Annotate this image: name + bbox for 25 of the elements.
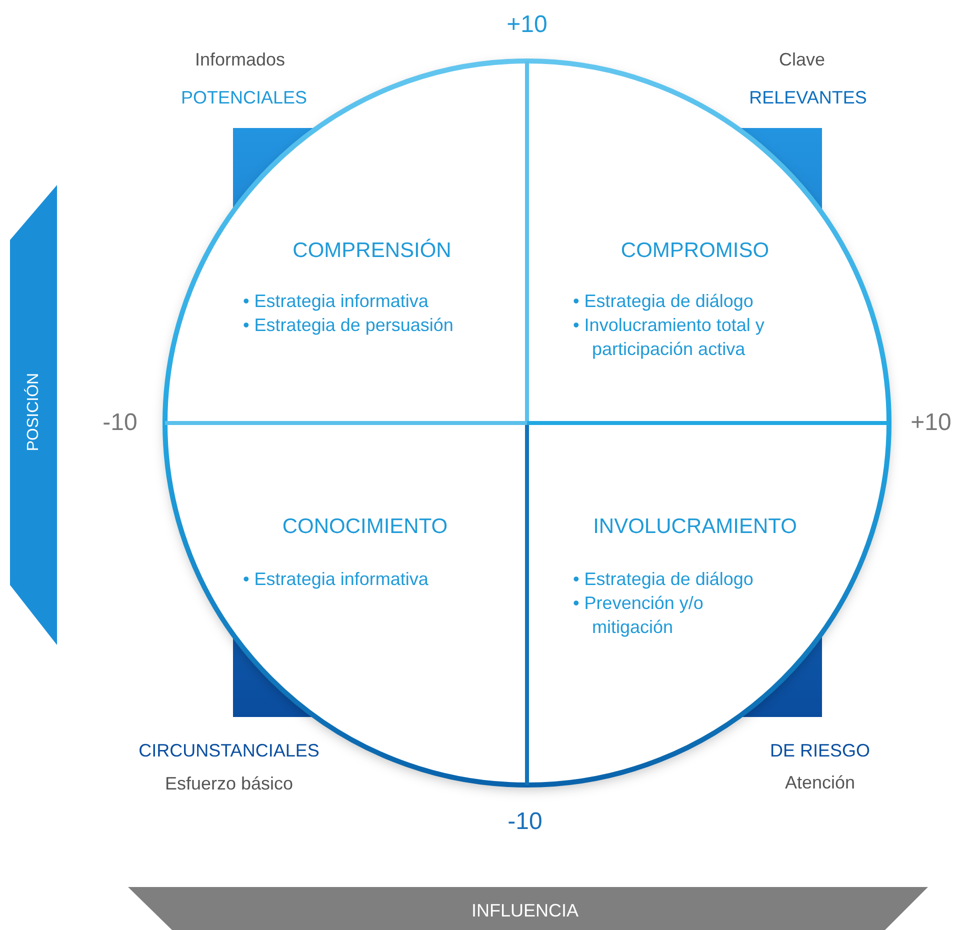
- axis-value: +10: [910, 409, 952, 437]
- category-subtitle: Informados: [194, 50, 286, 70]
- category-title: DE RIESGO: [770, 740, 870, 762]
- bullet-item: • Estrategia informativa: [243, 568, 430, 591]
- category-title: CIRCUNSTANCIALES: [138, 740, 320, 762]
- quadrant-heading: COMPROMISO: [620, 239, 770, 263]
- axis-value: -10: [102, 409, 138, 437]
- axis-title: POSICIÓN: [25, 372, 43, 452]
- axis-value: -10: [508, 808, 542, 836]
- quadrant-heading: CONOCIMIENTO: [281, 515, 449, 539]
- category-subtitle: Atención: [784, 772, 856, 794]
- axis-title: INFLUENCIA: [472, 900, 578, 922]
- bullet-item: • Estrategia de diálogo: [573, 568, 754, 591]
- quadrant-heading: COMPRENSIÓN: [292, 239, 452, 263]
- category-subtitle: Esfuerzo básico: [164, 774, 294, 794]
- quadrant-heading: INVOLUCRAMIENTO: [592, 515, 798, 539]
- bullet-item: • Estrategia de diálogo: [573, 290, 754, 313]
- axis-value: +10: [506, 11, 548, 39]
- bullet-item: • Estrategia informativa: [243, 290, 430, 313]
- category-title: RELEVANTES: [749, 88, 867, 108]
- category-subtitle: Clave: [778, 50, 826, 70]
- category-title: POTENCIALES: [180, 88, 308, 108]
- bullet-item: • Prevención y/o mitigación: [573, 592, 704, 639]
- bullet-item: • Estrategia de persuasión: [243, 314, 454, 337]
- bullet-item: • Involucramiento total y participación activa: [573, 314, 766, 361]
